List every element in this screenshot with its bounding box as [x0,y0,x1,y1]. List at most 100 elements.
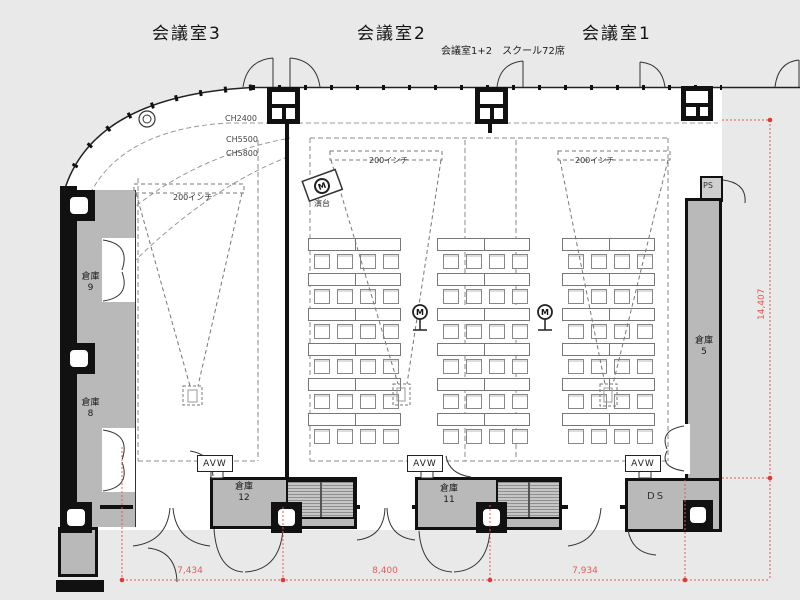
chair [360,359,376,374]
chair [443,394,459,409]
chair [360,394,376,409]
chair [383,289,399,304]
dimension-8400: 8,400 [372,566,398,576]
chair [512,359,528,374]
ch5800-label: CH5800 [226,149,258,158]
column [60,502,92,533]
ch5800-line [83,155,291,316]
room1-title: 会議室1 [582,24,652,44]
mic-stand-room2: M [412,304,428,331]
podium-mic-icon: M [317,181,328,192]
screen-room2 [329,150,443,161]
mic-icon: M [416,308,424,317]
chair [614,289,630,304]
chair [466,254,482,269]
projection-cone-room2 [330,159,442,385]
chair [568,359,584,374]
table-row [308,413,401,426]
chair [337,324,353,339]
storage9-doorway [102,238,135,302]
table-row [308,238,401,251]
table-row [437,378,530,391]
room3-title: 会議室3 [152,24,222,44]
chair [512,254,528,269]
chair [337,429,353,444]
ch5500-line [79,137,291,263]
chair [489,289,505,304]
chair [591,254,607,269]
column [683,500,713,530]
table-row [437,273,530,286]
screen-label-room2: 200インチ [369,156,409,165]
round-column [138,110,156,128]
table-row [562,238,655,251]
chair [314,254,330,269]
chair [360,429,376,444]
chair [614,429,630,444]
chair [512,394,528,409]
chair [568,324,584,339]
column [267,87,300,124]
chair [443,324,459,339]
ds-label: DS [647,491,666,502]
screen-room3 [133,183,245,194]
ch2400-line [83,122,718,209]
table-row [437,343,530,356]
chair [466,359,482,374]
chair [489,324,505,339]
screen-room1 [557,150,671,161]
table-row [562,308,655,321]
storage5-room [685,198,722,532]
chair [466,289,482,304]
combined-room-note: 会議室1+2 スクール72席 [441,46,565,57]
dimension-points [119,117,773,583]
chair [383,254,399,269]
table-row [437,308,530,321]
chair [489,429,505,444]
table-row [437,413,530,426]
chair [383,359,399,374]
projector-room2 [392,383,411,406]
chair [591,429,607,444]
chair [360,324,376,339]
table-row [562,343,655,356]
storage8-doorway [102,428,135,492]
projector-room1 [599,383,618,407]
dimension-7434: 7,434 [177,566,203,576]
screen-label-room3: 200インチ [173,193,213,202]
room2-title: 会議室2 [357,24,427,44]
chair [337,254,353,269]
podium-label: 演台 [314,199,330,208]
table-row [437,238,530,251]
curved-glass-wall [62,86,253,196]
chair [637,324,653,339]
chair [443,254,459,269]
chair [489,254,505,269]
chair [512,429,528,444]
avw-box-room2: AVW [407,455,443,472]
corner-wall-block [58,527,98,577]
screen-label-room1: 200インチ [575,156,615,165]
chair [637,429,653,444]
column [63,190,95,221]
dimension-lines [121,119,771,581]
column [271,502,302,533]
chair [314,324,330,339]
partition-wall-room3-room2 [285,122,289,477]
table-row [562,413,655,426]
ps-label: PS [703,181,713,190]
chair [614,324,630,339]
table-row [562,378,655,391]
chair [360,254,376,269]
chair [568,429,584,444]
bottom-outer-wall [56,580,104,592]
mic-icon: M [541,308,549,317]
avw-box-room3: AVW [197,455,233,472]
chair [568,289,584,304]
projection-cone-room1 [559,159,669,385]
column [476,502,507,533]
